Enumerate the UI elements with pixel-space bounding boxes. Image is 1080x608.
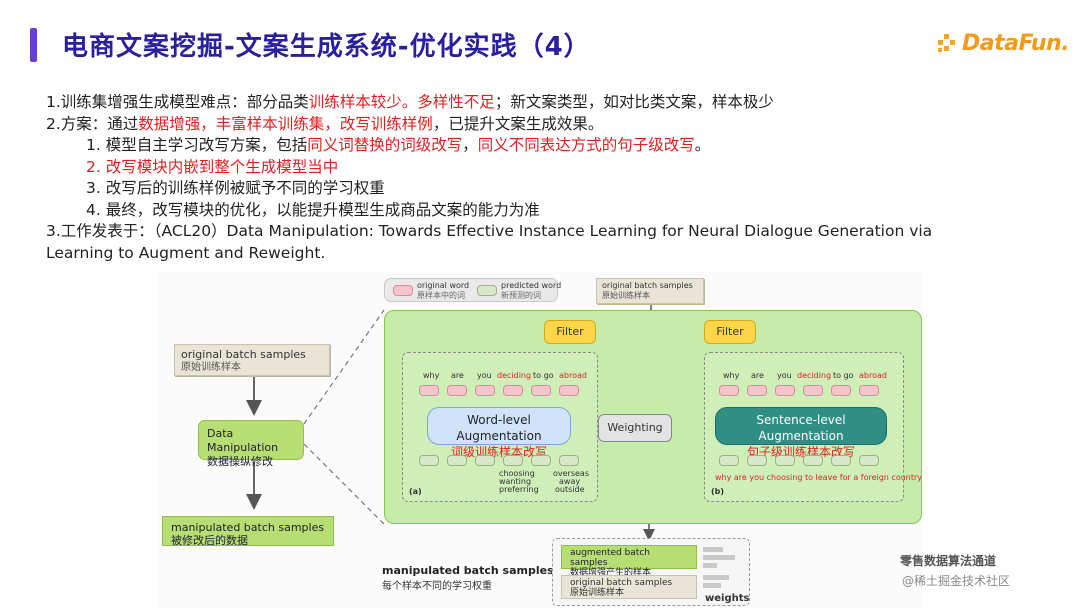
word-a-why: why: [423, 371, 440, 380]
point-2-text: 2.方案：通过: [46, 114, 139, 133]
data-manipulation-figure: original word 原样本中的词 predicted word 新预测的…: [158, 272, 922, 608]
sub-point-1-text: 1. 模型自主学习改写方案，包括: [86, 136, 308, 154]
top-original-batch: original batch samples 原始训练样本: [596, 278, 704, 304]
sub-point-4: 4. 最终，改写模块的优化，以能提升模型生成商品文案的能力为准: [86, 200, 540, 219]
sentence-b-output: why are you choosing to leave for a fore…: [715, 473, 923, 482]
datafun-logo: DataFun.: [936, 28, 1070, 58]
aug-bar-label: augmented batch samples: [570, 548, 650, 568]
legend-original-label: original word: [417, 281, 470, 290]
point-3-line-1: 3.工作发表于：（ACL20）Data Manipulation: Toward…: [46, 222, 933, 240]
filter-left: Filter: [544, 320, 596, 344]
dm-cn: 数据操纵修改: [207, 455, 273, 468]
word-a-abroad: abroad: [559, 371, 587, 380]
panel-b-label: (b): [711, 487, 725, 496]
pred-outside: outside: [555, 485, 585, 494]
left-batch-cn: 原始训练样本: [181, 362, 241, 373]
point-1: 1.训练集增强生成模型难点：部分品类训练样本较少。多样性不足；新文案类型，如对比…: [46, 92, 926, 114]
point-3-line-2: Learning to Augment and Reweight.: [46, 243, 326, 262]
word-aug-label: Word-level Augmentation: [456, 413, 542, 443]
pred-wanting: wanting: [499, 477, 532, 486]
legend-predicted-label: predicted word: [501, 281, 562, 290]
filter-right: Filter: [704, 320, 756, 344]
orig-bar-label: original batch samples: [570, 578, 673, 588]
pred-away: away: [559, 477, 581, 486]
pred-overseas: overseas: [553, 469, 589, 478]
datafun-logo-icon: [936, 32, 960, 54]
point-1-highlight: 训练样本较少。多样性不足: [308, 93, 495, 111]
left-original-batch: original batch samples 原始训练样本: [174, 344, 330, 376]
left-batch-label: original batch samples: [181, 348, 306, 361]
point-1-text: 1.训练集增强生成模型难点：部分品类: [46, 93, 309, 111]
aug-bar-cn: 数据增强产生的样本: [570, 568, 652, 578]
legend-predicted-swatch: [477, 285, 497, 296]
pred-choosing: choosing: [499, 469, 535, 478]
mb-cn: 被修改后的数据: [171, 534, 248, 547]
sub-point-1-tail: 。: [694, 136, 711, 154]
orig-bar-cn: 原始训练样本: [570, 588, 625, 598]
sentence-level-augmentation: Sentence-level Augmentation 句子级训练样本改写: [715, 407, 887, 459]
word-a-deciding: deciding: [497, 371, 532, 380]
data-manipulation-box: Data Manipulation 数据操纵修改: [198, 420, 304, 468]
word-b-togo: to go: [833, 371, 854, 380]
sub-point-1: 1. 模型自主学习改写方案，包括同义词替换的词级改写，同义不同表达方式的句子级改…: [46, 135, 926, 157]
weighting-box: Weighting: [598, 414, 672, 442]
weights-label: weights: [705, 593, 750, 604]
sub-point-1-highlight-b: 同义不同表达方式的句子级改写: [477, 136, 695, 154]
word-level-augmentation: Word-level Augmentation 词级训练样本改写: [427, 407, 571, 459]
watermark-channel: 零售数据算法通道: [900, 554, 997, 568]
legend-original-swatch: [393, 285, 413, 296]
legend-original-cn: 原样本中的词: [417, 291, 465, 300]
sent-aug-label: Sentence-level Augmentation: [756, 413, 846, 443]
augmented-batch-bar: augmented batch samples 数据增强产生的样本: [561, 545, 697, 578]
content-body: 1.训练集增强生成模型难点：部分品类训练样本较少。多样性不足；新文案类型，如对比…: [46, 92, 933, 264]
sentence-level-panel: why are you deciding to go abroad Senten…: [704, 352, 922, 502]
output-title-cn: 每个样本不同的学习权重: [382, 581, 492, 592]
word-b-are: are: [751, 371, 764, 380]
pred-preferring: preferring: [499, 485, 539, 494]
word-level-panel: why are you deciding to go abroad Word-l…: [402, 352, 598, 502]
word-b-you: you: [777, 371, 792, 380]
sub-point-2: 2. 改写模块内嵌到整个生成模型当中: [86, 157, 339, 176]
word-b-abroad: abroad: [859, 371, 887, 380]
mb-label: manipulated batch samples: [171, 521, 325, 534]
word-a-you: you: [477, 371, 492, 380]
output-title: manipulated batch samples 每个样本不同的学习权重: [382, 564, 554, 592]
point-2: 2.方案：通过数据增强，丰富样本训练集，改写训练样例，已提升文案生成效果。: [46, 114, 926, 136]
point-2-highlight: 数据增强，丰富样本训练集，改写训练样例: [138, 114, 433, 133]
watermark-source: @稀土掘金技术社区: [902, 574, 1011, 588]
panel-a-label: (a): [409, 487, 422, 496]
top-batch-cn: 原始训练样本: [602, 291, 650, 300]
manipulated-batch-left: manipulated batch samples 被修改后的数据: [162, 516, 334, 547]
figure-legend: original word 原样本中的词 predicted word 新预测的…: [384, 278, 562, 302]
point-2-tail: ，已提升文案生成效果。: [432, 114, 604, 133]
output-title-label: manipulated batch samples: [382, 564, 554, 577]
sub-point-3: 3. 改写后的训练样例被赋予不同的学习权重: [86, 179, 385, 197]
legend-predicted-cn: 新预测的词: [501, 291, 541, 300]
top-batch-label: original batch samples: [602, 281, 693, 290]
word-a-are: are: [451, 371, 464, 380]
word-a-togo: to go: [533, 371, 554, 380]
word-aug-cn: 词级训练样本改写: [450, 445, 547, 459]
sub-point-1-highlight-a: 同义词替换的词级改写: [307, 136, 463, 154]
page-title: 电商文案挖掘-文案生成系统-优化实践（4）: [62, 32, 591, 62]
sub-point-1-sep: ，: [462, 136, 478, 154]
sent-aug-cn: 句子级训练样本改写: [746, 445, 855, 459]
output-panel: augmented batch samples 数据增强产生的样本 origin…: [552, 538, 750, 606]
title-accent-bar: [30, 28, 37, 62]
original-batch-bar: original batch samples 原始训练样本: [561, 575, 697, 599]
logo-text: DataFun.: [962, 30, 1070, 56]
dm-label: Data Manipulation: [207, 427, 279, 454]
point-1-tail: ；新文案类型，如对比类文案，样本极少: [494, 93, 774, 111]
word-b-why: why: [723, 371, 740, 380]
word-b-deciding: deciding: [797, 371, 832, 380]
